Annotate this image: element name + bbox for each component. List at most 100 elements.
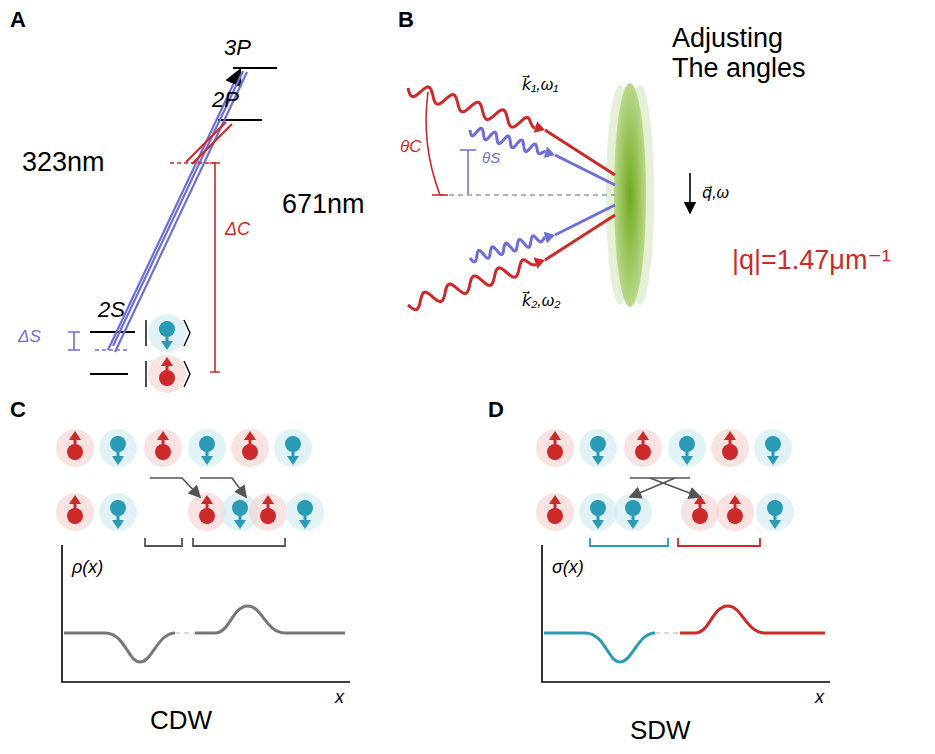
panel-title: CDW	[150, 706, 212, 735]
spin-arrow	[734, 504, 737, 524]
spin-head	[69, 431, 81, 440]
spin-head	[592, 456, 604, 465]
spin-head	[157, 431, 169, 440]
beam-label: k⃗₂,ω₂	[522, 292, 560, 310]
spin-arrow	[239, 500, 242, 520]
spin-halo	[56, 493, 94, 531]
spin-arrow	[729, 440, 732, 460]
spin-arrow	[554, 440, 557, 460]
spin-head	[592, 520, 604, 529]
spin-arrow	[772, 436, 775, 456]
spin-arrow	[117, 500, 120, 520]
spin-arrow	[249, 440, 252, 460]
spin-arrow	[166, 366, 169, 386]
spin-halo	[614, 493, 652, 531]
axis-label: x	[335, 688, 344, 708]
spin-halo	[286, 493, 324, 531]
arrowhead	[534, 121, 545, 133]
spin-halo	[536, 493, 574, 531]
angle-label: θC	[400, 138, 422, 157]
energy-levels	[90, 68, 277, 374]
spin-head	[244, 431, 256, 440]
spin-head	[637, 431, 649, 440]
spin-arrow	[554, 504, 557, 524]
spin-halo	[579, 493, 617, 531]
spin-arrow	[166, 321, 169, 341]
spin-halo	[56, 429, 94, 467]
wavelength-label: 671nm	[282, 190, 365, 220]
wavelength-label: 323nm	[22, 148, 105, 178]
spin-head	[234, 520, 246, 529]
spin-head	[112, 520, 124, 529]
brackets	[145, 538, 760, 546]
spin-head	[201, 495, 213, 504]
spin-head	[681, 456, 693, 465]
spin-arrow	[774, 500, 777, 520]
spin-halo	[249, 493, 287, 531]
spin-arrow	[292, 436, 295, 456]
spin-halo	[711, 429, 749, 467]
spin-halo	[716, 493, 754, 531]
arrowhead	[534, 257, 545, 268]
spin-arrow	[74, 504, 77, 524]
wave	[408, 87, 535, 128]
spin-halo	[579, 429, 617, 467]
panel-letter: A	[10, 8, 26, 32]
spin-arrow	[642, 440, 645, 460]
spin-halo	[148, 355, 186, 393]
density-curves	[64, 606, 825, 662]
detuning-label: ΔS	[18, 328, 41, 347]
spin-halo	[148, 314, 186, 352]
spin-arrow	[686, 436, 689, 456]
spin-head	[112, 456, 124, 465]
laser-transitions	[68, 70, 247, 372]
spin-arrow	[632, 500, 635, 520]
panel-letter: D	[488, 398, 504, 422]
wave	[470, 236, 545, 262]
spin-arrow	[206, 436, 209, 456]
note-text: Adjusting The angles	[672, 24, 822, 83]
spin-arrow	[304, 500, 307, 520]
spin-arrow	[117, 436, 120, 456]
spin-head	[549, 431, 561, 440]
spin-halo	[231, 429, 269, 467]
spin-head	[287, 456, 299, 465]
spin-halo	[188, 429, 226, 467]
spin-halo	[756, 493, 794, 531]
wave-arrows	[408, 87, 555, 310]
panel-letter: B	[398, 8, 414, 32]
spin-halo	[624, 429, 662, 467]
axis-label: σ(x)	[552, 558, 584, 578]
spin-halo	[536, 429, 574, 467]
panel-letter: C	[10, 398, 26, 422]
spin-head	[769, 520, 781, 529]
spin-head	[299, 520, 311, 529]
wavevector-value: |q|=1.47μm⁻¹	[732, 246, 891, 276]
spin-arrow	[597, 436, 600, 456]
level-label: 3P	[224, 36, 251, 60]
wave	[408, 260, 536, 310]
spin-head	[201, 456, 213, 465]
spin-head	[69, 495, 81, 504]
level-label: 2P	[212, 88, 239, 112]
spin-head	[724, 431, 736, 440]
level-label: 2S	[98, 298, 125, 322]
spin-head	[627, 520, 639, 529]
arrowhead	[544, 232, 555, 244]
plot-axes	[62, 545, 830, 682]
spin-halo	[144, 429, 182, 467]
spin-halo	[188, 493, 226, 531]
spin-arrow	[699, 504, 702, 524]
wave	[470, 128, 546, 154]
hop-arrows	[150, 478, 700, 497]
spin-head	[161, 357, 173, 366]
angle-label: θS	[482, 150, 500, 167]
spin-head	[767, 456, 779, 465]
spin-arrow	[206, 504, 209, 524]
spin-head	[549, 495, 561, 504]
spin-arrow	[597, 500, 600, 520]
spin-head	[262, 495, 274, 504]
spin-halo	[668, 429, 706, 467]
axis-label: x	[815, 688, 824, 708]
arrowhead	[544, 146, 555, 158]
